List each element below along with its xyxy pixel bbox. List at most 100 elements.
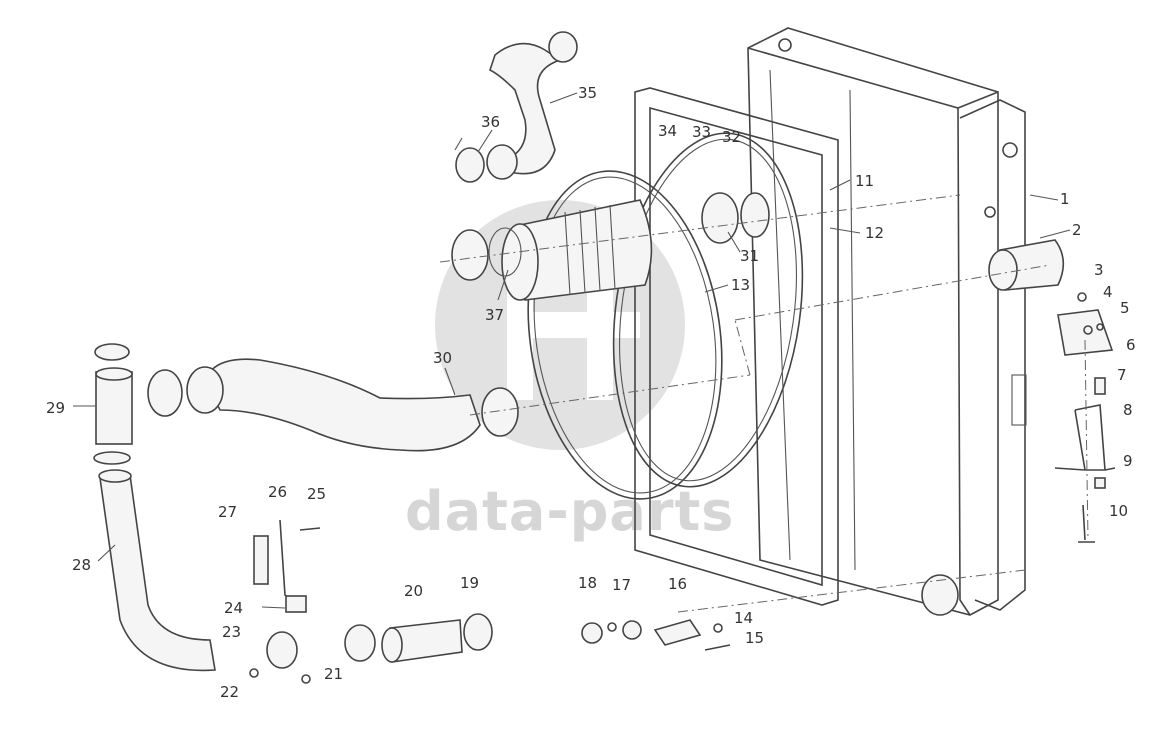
- leader-12: [829, 227, 861, 234]
- clamp-part-19: [463, 613, 493, 651]
- corrugation-lines: [564, 204, 616, 296]
- callout-18: 18: [578, 574, 597, 592]
- bolt-part-10: [1078, 504, 1095, 543]
- callout-12: 12: [865, 224, 884, 242]
- clamp-part-31: [701, 192, 739, 244]
- bent-hose-part-28: [99, 474, 216, 672]
- bracket-group: [253, 519, 321, 613]
- leader-11: [829, 179, 851, 191]
- radiator-housing-inner-left: [769, 69, 791, 561]
- pad-part-27: [253, 535, 269, 585]
- callout-22: 22: [220, 683, 239, 701]
- mounting-axis: [1084, 339, 1089, 541]
- clamp-part-29-bottom: [93, 451, 131, 465]
- clamp-part-23: [266, 631, 298, 669]
- callout-26: 26: [268, 483, 287, 501]
- hose-part-28-top: [98, 469, 132, 483]
- callout-28: 28: [72, 556, 91, 574]
- pipe-part-2-end: [988, 249, 1018, 291]
- clamp-part-35-top: [548, 31, 578, 63]
- leader-30: [444, 367, 456, 396]
- bracket-part-24-foot: [285, 595, 307, 613]
- callout-27: 27: [218, 503, 237, 521]
- nut-part-14: [713, 623, 723, 633]
- callout-20: 20: [404, 582, 423, 600]
- callout-1: 1: [1060, 190, 1070, 208]
- leader-lines: [73, 92, 1071, 609]
- outlet-pipe-bottom: [921, 574, 959, 616]
- nut-part-9: [1094, 477, 1106, 489]
- clamp-part-36: [455, 147, 485, 183]
- link-part-16: [653, 619, 702, 646]
- radiator-frame-inner: [649, 106, 823, 587]
- callout-21: 21: [324, 665, 343, 683]
- callout-5: 5: [1120, 299, 1130, 317]
- washer-part-4: [1083, 325, 1093, 335]
- callout-19: 19: [460, 574, 479, 592]
- hose-part-35-end: [486, 144, 518, 180]
- sleeve-part-29-top: [95, 367, 133, 381]
- callout-23: 23: [222, 623, 241, 641]
- radiator-frame: [634, 87, 839, 606]
- callout-8: 8: [1123, 401, 1133, 419]
- centerline-upper: [439, 194, 961, 263]
- link-axis: [677, 569, 1026, 613]
- radiator-housing: [747, 27, 999, 616]
- fan-shroud-rings: [527, 132, 804, 500]
- link-parts: [581, 569, 1026, 651]
- cap-part-29: [94, 343, 130, 361]
- radiator-housing-top: [747, 47, 999, 109]
- spacer-part-7: [1094, 377, 1106, 395]
- top-bent-hose: [454, 31, 578, 183]
- callout-24: 24: [224, 599, 243, 617]
- seal-ring-inner: [618, 138, 798, 482]
- centerline-lower: [469, 374, 751, 416]
- nut-part-21: [301, 674, 311, 684]
- bushing-part-16: [622, 620, 642, 640]
- radiator-housing-inner-mid: [849, 89, 856, 571]
- callout-3: 3: [1094, 261, 1104, 279]
- centerline-lower-upper: [734, 264, 1051, 321]
- side-column: [959, 99, 1026, 611]
- leader-35: [549, 92, 578, 104]
- callout-37: 37: [485, 306, 504, 324]
- callout-15: 15: [745, 629, 764, 647]
- long-hose-body: [204, 358, 481, 452]
- mounting-parts: [1054, 292, 1116, 543]
- bracket-part-26: [279, 519, 306, 602]
- clamp-long-hose-left: [147, 369, 183, 417]
- shroud-ring-outer-inner: [533, 176, 717, 494]
- support-part-8: [1054, 404, 1116, 471]
- nut-part-17: [607, 622, 617, 632]
- leader-31: [727, 231, 741, 253]
- clamp-part-37: [451, 229, 489, 281]
- leader-1: [1029, 194, 1059, 201]
- callout-labels: 1 2 3 4 5 6 7 8 9 10 11 12 13 14 15 16 1…: [46, 84, 1136, 701]
- sleeve-part-29: [95, 371, 133, 445]
- callout-25: 25: [307, 485, 326, 503]
- callout-36: 36: [481, 113, 500, 131]
- callout-14: 14: [734, 609, 753, 627]
- mount-hole-top: [778, 38, 792, 52]
- long-hose-end-left: [186, 366, 224, 414]
- nut-part-22: [249, 668, 259, 678]
- long-hose-part-30: [147, 264, 1051, 452]
- left-vertical-hose: [93, 343, 216, 672]
- corrugated-hose: [519, 199, 653, 301]
- bolt-part-25: [299, 527, 321, 531]
- leader-24: [261, 606, 286, 609]
- callout-30: 30: [433, 349, 452, 367]
- callout-33: 33: [692, 123, 711, 141]
- nut-part-3: [1077, 292, 1087, 302]
- column-hole: [984, 206, 996, 218]
- callout-2: 2: [1072, 221, 1082, 239]
- clamp-part-36-screw: [454, 137, 463, 151]
- clamp-long-hose-right: [481, 387, 519, 437]
- clamp-part-21: [344, 624, 376, 662]
- callout-10: 10: [1109, 502, 1128, 520]
- bushing-part-18: [581, 622, 603, 644]
- callout-29: 29: [46, 399, 65, 417]
- hose-collar: [740, 192, 770, 238]
